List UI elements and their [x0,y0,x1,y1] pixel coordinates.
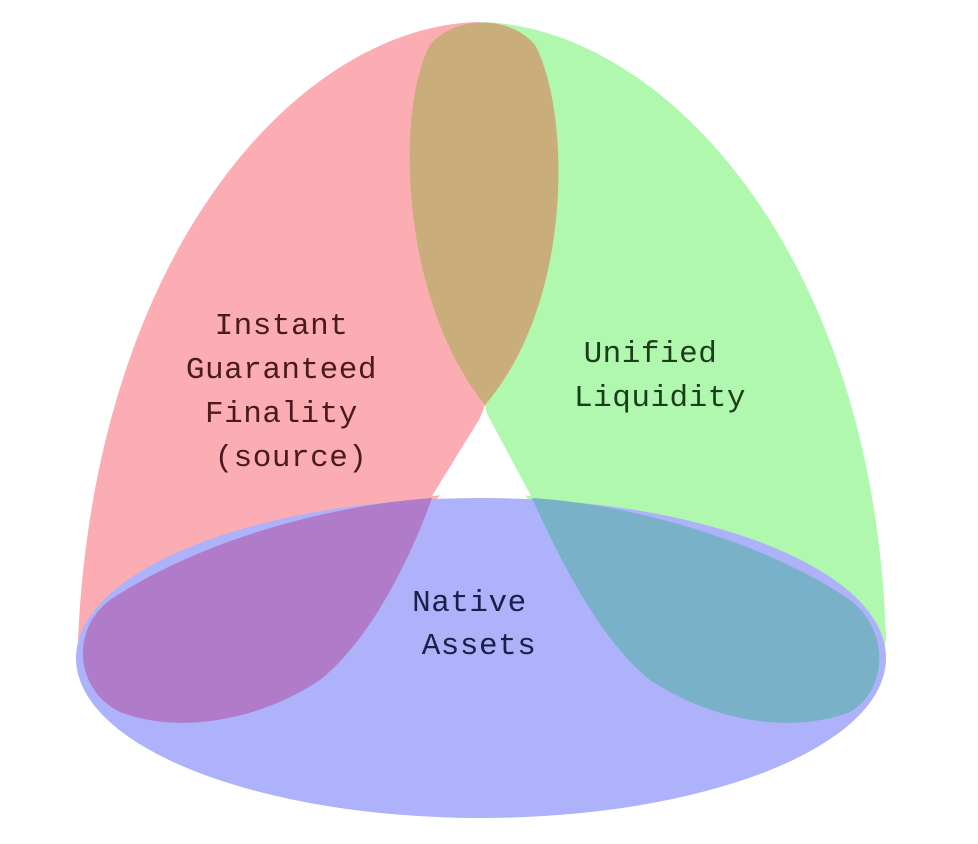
finality-label: Instant Guaranteed Finality (source) [186,309,396,476]
finality-assets-overlap [82,498,433,723]
finality-liquidity-overlap [409,22,559,405]
center-gap [432,410,531,496]
liquidity-assets-overlap [532,498,880,723]
assets-label: Native Assets [412,586,546,664]
liquidity-label: Unified Liquidity [574,337,746,416]
